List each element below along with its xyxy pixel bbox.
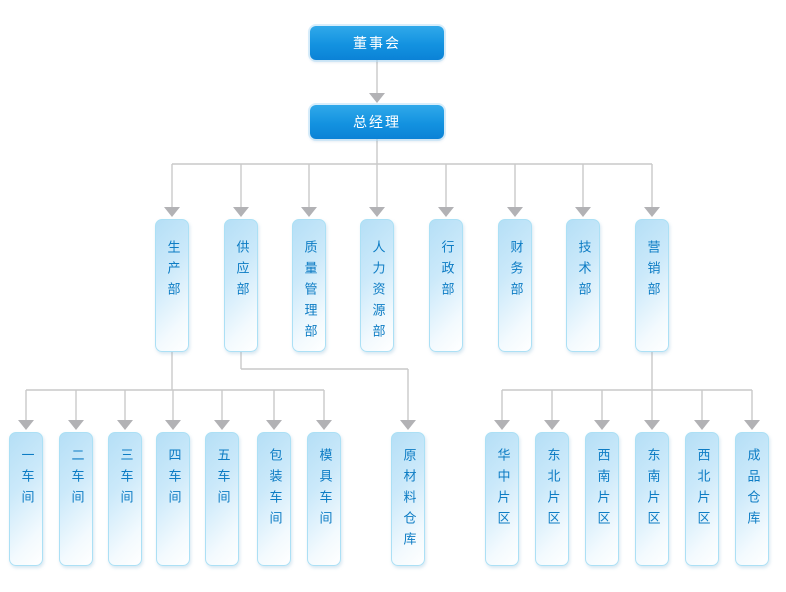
node-workshop-packaging: 包装车间 (257, 432, 291, 566)
node-dept-administration: 行政部 (429, 219, 463, 352)
node-label: 三车间 (117, 448, 133, 511)
node-workshop-3: 三车间 (108, 432, 142, 566)
node-general-manager: 总经理 (310, 105, 444, 139)
node-label: 董事会 (353, 36, 401, 52)
arrow-down-icon (117, 420, 133, 430)
arrow-down-icon (18, 420, 34, 430)
node-label: 东南片区 (644, 448, 660, 532)
node-label: 营销部 (644, 240, 660, 303)
node-dept-finance: 财务部 (498, 219, 532, 352)
arrow-down-icon (594, 420, 610, 430)
arrow-down-icon (369, 207, 385, 217)
arrow-down-icon (644, 420, 660, 430)
arrow-down-icon (507, 207, 523, 217)
node-label: 东北片区 (544, 448, 560, 532)
arrow-down-icon (744, 420, 760, 430)
node-label: 五车间 (214, 448, 230, 511)
node-label: 西南片区 (594, 448, 610, 532)
arrow-down-icon (400, 420, 416, 430)
node-label: 财务部 (507, 240, 523, 303)
node-label: 成品仓库 (744, 448, 760, 532)
node-label: 总经理 (353, 115, 401, 131)
node-dept-marketing: 营销部 (635, 219, 669, 352)
node-workshop-5: 五车间 (205, 432, 239, 566)
node-region-southeast: 东南片区 (635, 432, 669, 566)
node-label: 生产部 (164, 240, 180, 303)
arrow-down-icon (694, 420, 710, 430)
node-label: 西北片区 (694, 448, 710, 532)
node-label: 二车间 (68, 448, 84, 511)
node-dept-supply: 供应部 (224, 219, 258, 352)
node-label: 一车间 (18, 448, 34, 511)
node-workshop-2: 二车间 (59, 432, 93, 566)
node-label: 行政部 (438, 240, 454, 303)
node-label: 供应部 (233, 240, 249, 303)
node-label: 人力资源部 (369, 240, 385, 345)
node-dept-technology: 技术部 (566, 219, 600, 352)
node-label: 华中片区 (494, 448, 510, 532)
node-region-southwest: 西南片区 (585, 432, 619, 566)
node-workshop-4: 四车间 (156, 432, 190, 566)
node-dept-production: 生产部 (155, 219, 189, 352)
node-workshop-1: 一车间 (9, 432, 43, 566)
arrow-down-icon (644, 207, 660, 217)
node-label: 技术部 (575, 240, 591, 303)
arrow-down-icon (369, 93, 385, 103)
node-label: 包装车间 (266, 448, 282, 532)
arrow-down-icon (233, 207, 249, 217)
arrow-down-icon (266, 420, 282, 430)
arrow-down-icon (301, 207, 317, 217)
node-workshop-mold: 模具车间 (307, 432, 341, 566)
node-finished-goods-warehouse: 成品仓库 (735, 432, 769, 566)
arrow-down-icon (68, 420, 84, 430)
arrow-down-icon (214, 420, 230, 430)
node-region-northeast: 东北片区 (535, 432, 569, 566)
node-dept-human-resources: 人力资源部 (360, 219, 394, 352)
node-raw-material-warehouse: 原材料仓库 (391, 432, 425, 566)
node-board-of-directors: 董事会 (310, 26, 444, 60)
arrow-down-icon (575, 207, 591, 217)
node-region-northwest: 西北片区 (685, 432, 719, 566)
arrow-down-icon (164, 207, 180, 217)
arrow-down-icon (494, 420, 510, 430)
node-label: 四车间 (165, 448, 181, 511)
arrow-down-icon (165, 420, 181, 430)
node-label: 模具车间 (316, 448, 332, 532)
arrow-down-icon (316, 420, 332, 430)
arrow-down-icon (544, 420, 560, 430)
node-label: 原材料仓库 (400, 448, 416, 553)
node-label: 质量管理部 (301, 240, 317, 345)
node-dept-quality-management: 质量管理部 (292, 219, 326, 352)
node-region-central-china: 华中片区 (485, 432, 519, 566)
arrow-down-icon (438, 207, 454, 217)
